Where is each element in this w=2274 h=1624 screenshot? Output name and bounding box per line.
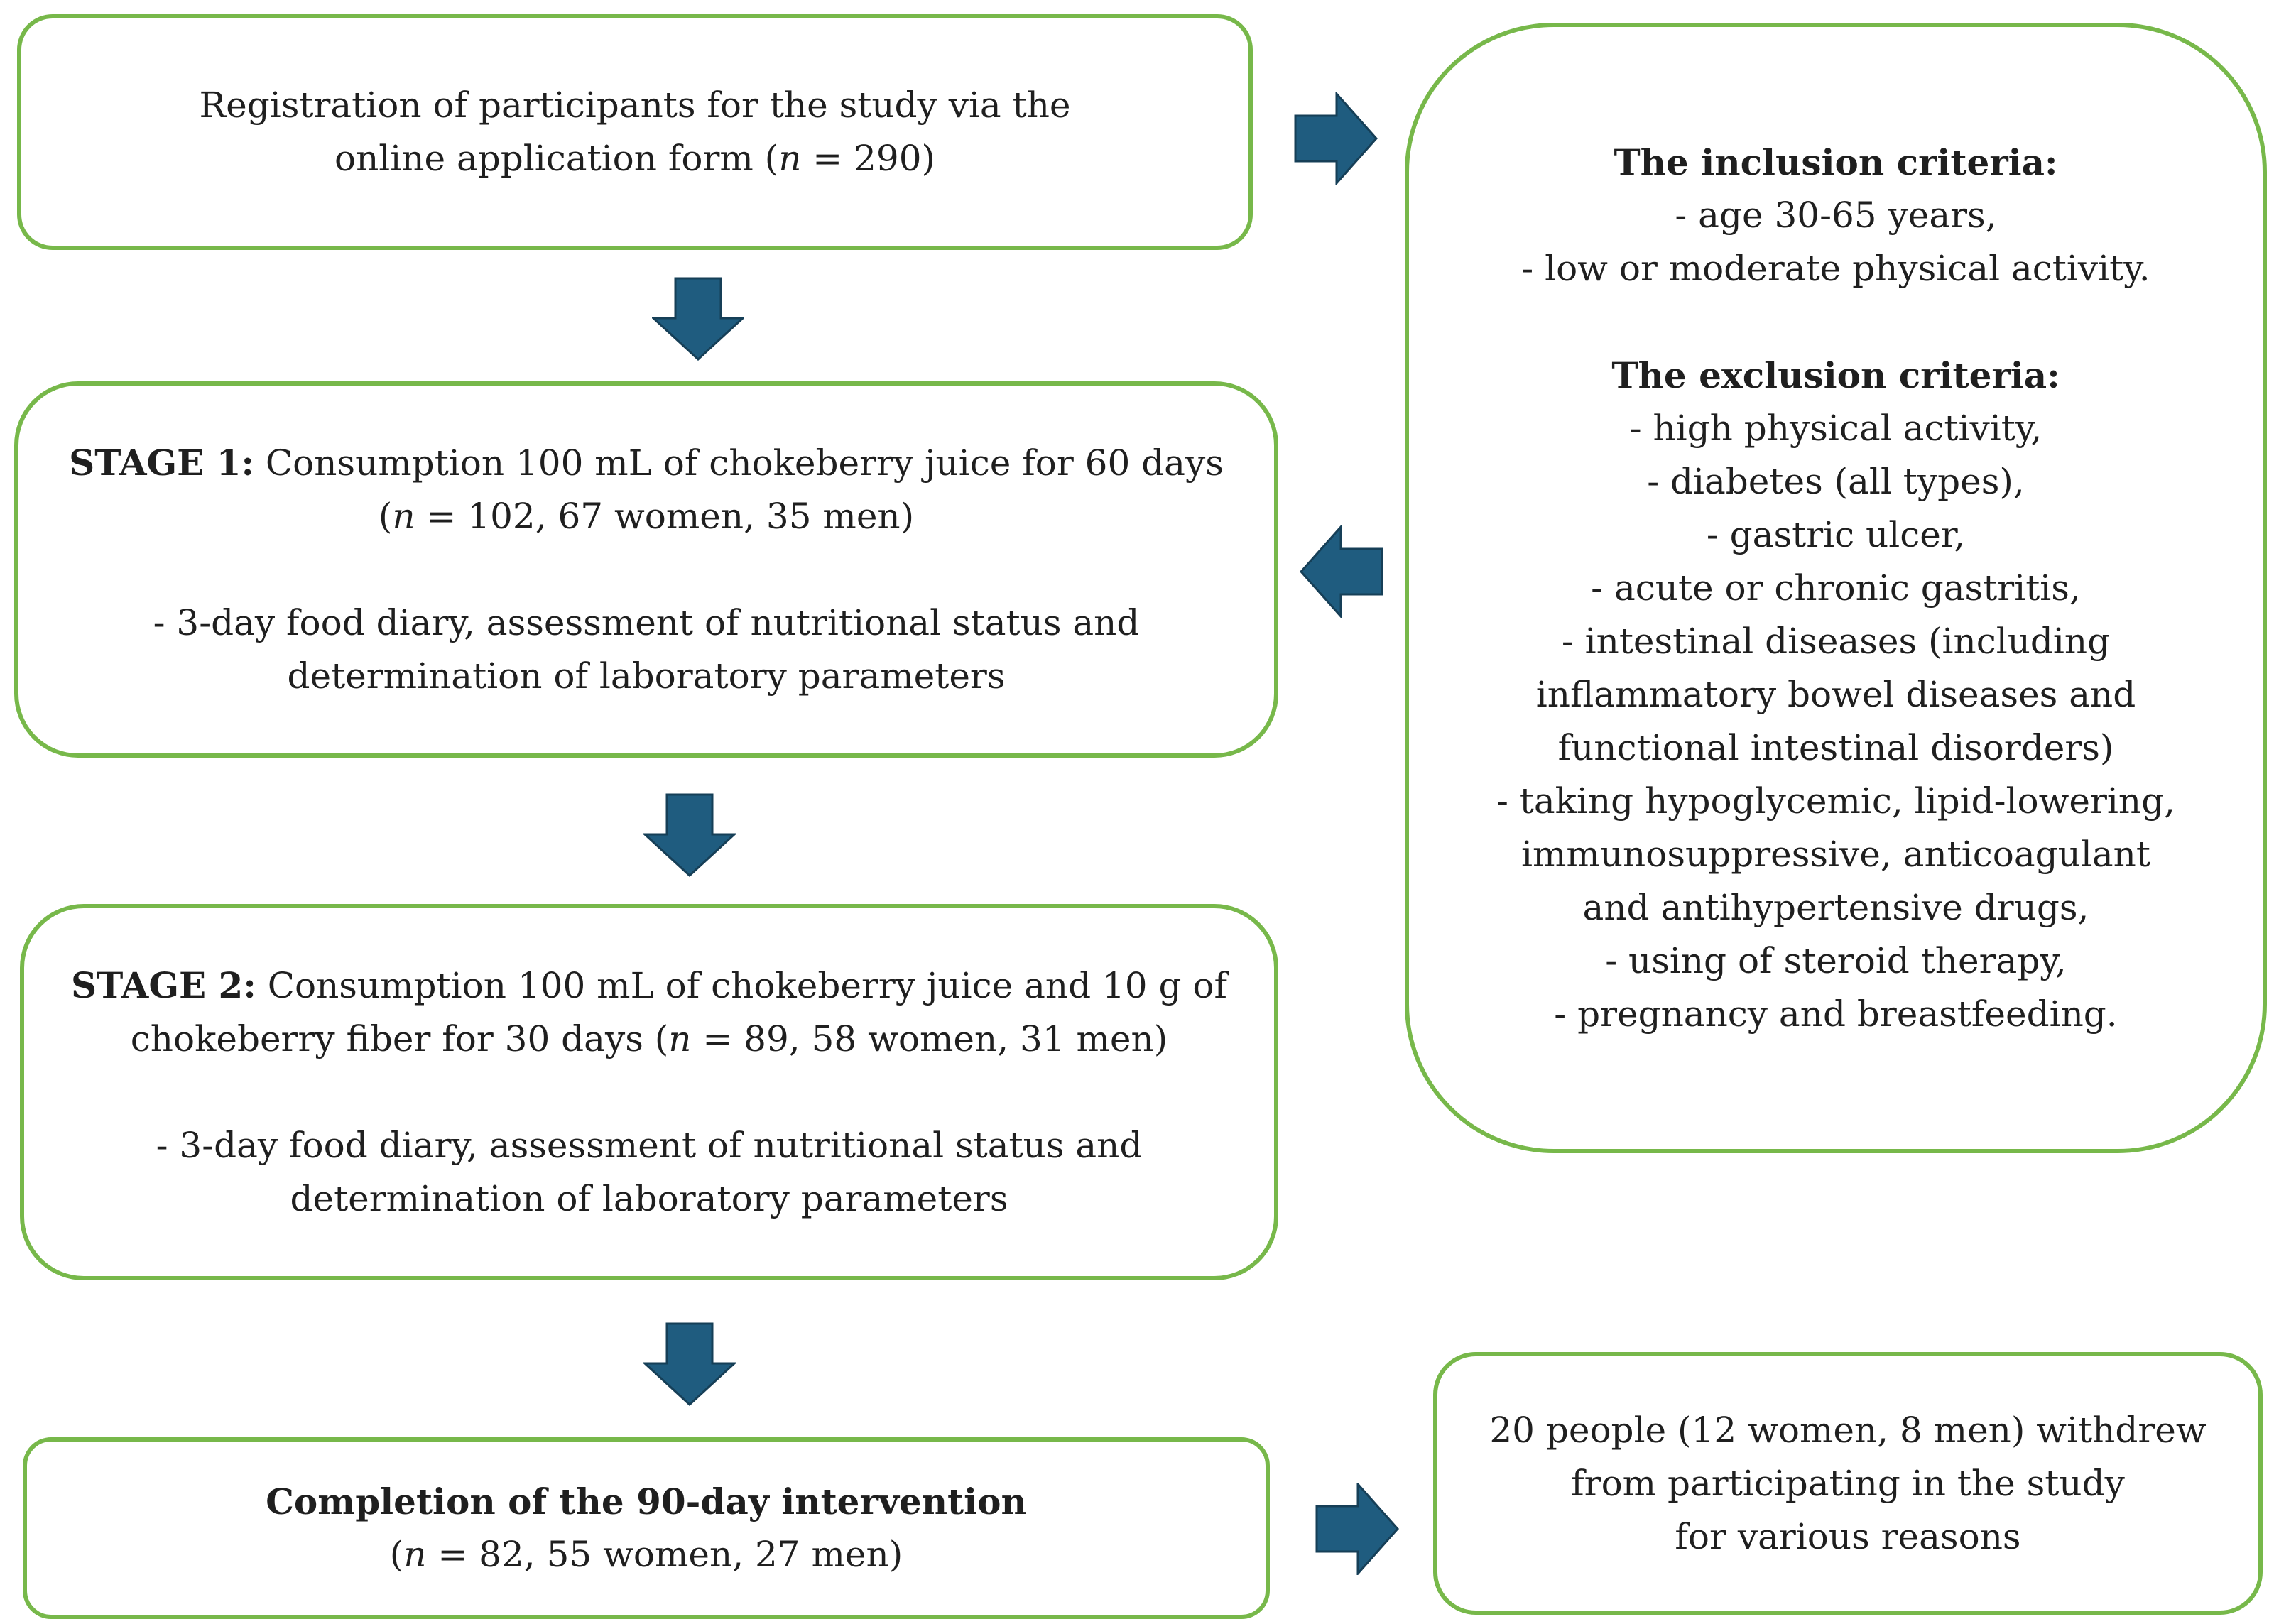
n-symbol: n <box>403 1534 427 1575</box>
exclusion-title: The exclusion criteria: <box>1611 354 2060 396</box>
inclusion-item: - low or moderate physical activity. <box>1521 247 2150 289</box>
stage1-label: STAGE 1: <box>69 442 254 484</box>
stage2-detail-line2: determination of laboratory parameters <box>290 1178 1008 1219</box>
exclusion-item: immunosuppressive, anticoagulant <box>1521 833 2150 875</box>
arrow-down-icon <box>643 1322 736 1406</box>
stage2-detail-line1: - 3-day food diary, assessment of nutrit… <box>156 1125 1143 1166</box>
stage2-label: STAGE 2: <box>70 964 256 1006</box>
stage1-heading: STAGE 1: Consumption 100 mL of chokeberr… <box>69 442 1224 484</box>
registration-line2: online application form (n = 290) <box>334 138 936 179</box>
exclusion-item: - pregnancy and breastfeeding. <box>1554 993 2118 1035</box>
stage1-box: STAGE 1: Consumption 100 mL of chokeberr… <box>14 381 1278 758</box>
exclusion-item: - diabetes (all types), <box>1647 460 2025 502</box>
exclusion-item: inflammatory bowel diseases and <box>1535 673 2136 715</box>
registration-line1: Registration of participants for the stu… <box>199 85 1071 126</box>
exclusion-item: - acute or chronic gastritis, <box>1591 567 2081 609</box>
stage1-detail-line1: - 3-day food diary, assessment of nutrit… <box>153 602 1140 643</box>
n-symbol: n <box>778 138 802 179</box>
exclusion-item: - gastric ulcer, <box>1706 513 1966 555</box>
stage2-box: STAGE 2: Consumption 100 mL of chokeberr… <box>20 904 1278 1280</box>
exclusion-item: - using of steroid therapy, <box>1605 939 2067 981</box>
inclusion-item: - age 30-65 years, <box>1675 194 1997 236</box>
exclusion-item: and antihypertensive drugs, <box>1582 886 2089 928</box>
completion-title: Completion of the 90-day intervention <box>266 1481 1027 1522</box>
stage2-sample: chokeberry fiber for 30 days (n = 89, 58… <box>130 1018 1168 1059</box>
arrow-right-icon <box>1315 1483 1399 1575</box>
withdrawn-box: 20 people (12 women, 8 men) withdrew fro… <box>1433 1352 2263 1615</box>
arrow-down-icon <box>652 277 744 361</box>
n-symbol: n <box>392 496 415 537</box>
exclusion-item: - high physical activity, <box>1629 407 2042 449</box>
n-symbol: n <box>668 1018 692 1059</box>
inclusion-title: The inclusion criteria: <box>1614 141 2058 183</box>
withdrawn-line2: from participating in the study <box>1571 1462 2125 1504</box>
stage1-sample: (n = 102, 67 women, 35 men) <box>378 496 915 537</box>
exclusion-item: - intestinal diseases (including <box>1561 620 2111 662</box>
registration-box: Registration of participants for the stu… <box>17 14 1253 250</box>
completion-box: Completion of the 90-day intervention (n… <box>23 1437 1270 1619</box>
arrow-right-icon <box>1294 92 1378 185</box>
withdrawn-line3: for various reasons <box>1675 1515 2021 1557</box>
arrow-left-icon <box>1300 525 1383 618</box>
stage1-detail-line2: determination of laboratory parameters <box>287 655 1006 697</box>
criteria-box: The inclusion criteria: - age 30-65 year… <box>1405 23 2267 1153</box>
stage2-heading: STAGE 2: Consumption 100 mL of chokeberr… <box>70 964 1228 1006</box>
arrow-down-icon <box>643 793 736 877</box>
exclusion-item: functional intestinal disorders) <box>1557 726 2114 768</box>
withdrawn-line1: 20 people (12 women, 8 men) withdrew <box>1489 1409 2207 1451</box>
completion-sample: (n = 82, 55 women, 27 men) <box>389 1534 903 1575</box>
exclusion-item: - taking hypoglycemic, lipid-lowering, <box>1496 780 2176 822</box>
